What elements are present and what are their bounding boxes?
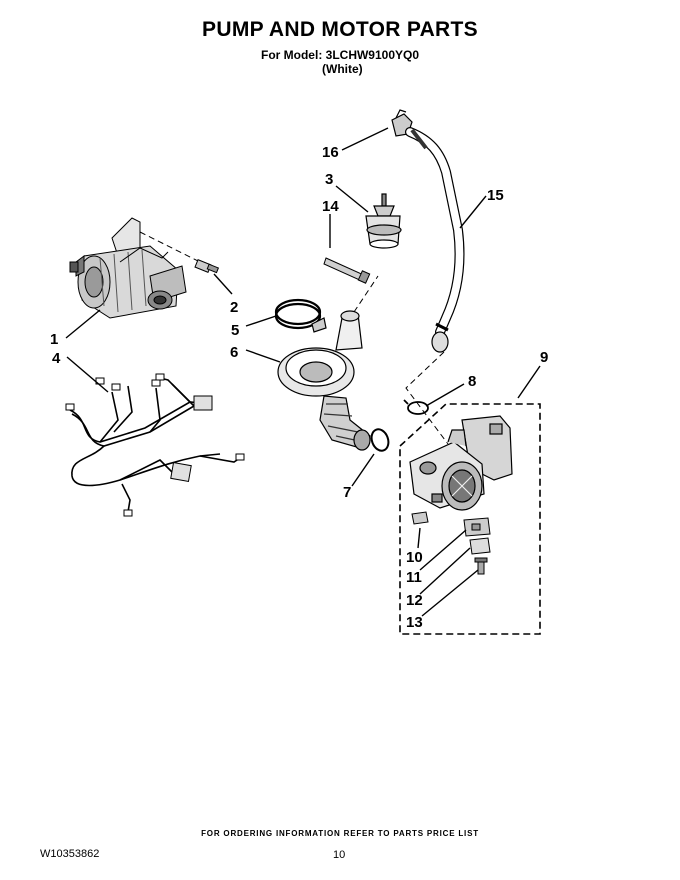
pump-bracket-illustration[interactable] (463, 517, 491, 537)
callout-9: 9 (540, 349, 548, 366)
wire-harness-illustration[interactable] (69, 377, 241, 513)
page-number: 10 (333, 849, 346, 861)
document-number: W10353862 (40, 848, 100, 860)
ordering-note: FOR ORDERING INFORMATION REFER TO PARTS … (201, 829, 479, 838)
callout-labels: 1 2 3 4 5 6 7 8 9 10 11 12 13 14 15 16 (50, 144, 548, 631)
callout-12: 12 (406, 592, 423, 609)
callout-10: 10 (406, 549, 423, 566)
pump-mount-illustration[interactable] (469, 537, 491, 555)
o-ring-illustration[interactable] (369, 427, 392, 453)
callout-8: 8 (468, 373, 476, 390)
callout-11: 11 (406, 569, 422, 586)
callout-6: 6 (230, 344, 238, 361)
pump-screw-illustration[interactable] (474, 557, 488, 575)
sump-hose-illustration[interactable] (277, 310, 371, 451)
callout-5: 5 (231, 322, 239, 339)
callout-13: 13 (406, 614, 423, 631)
color-line: (White) (322, 62, 363, 76)
harness-connectors (65, 373, 245, 517)
small-clamp-illustration[interactable] (403, 399, 429, 415)
callout-1: 1 (50, 331, 58, 348)
pump-clip-illustration[interactable] (411, 511, 429, 525)
callout-15: 15 (487, 187, 504, 204)
leader-lines (65, 127, 541, 617)
page-title: PUMP AND MOTOR PARTS (202, 18, 478, 41)
callout-16: 16 (322, 144, 339, 161)
callout-4: 4 (52, 350, 61, 367)
callout-2: 2 (230, 299, 238, 316)
motor-illustration[interactable] (69, 217, 187, 319)
motor-bolt-illustration[interactable] (194, 259, 220, 274)
air-dome-illustration[interactable] (365, 193, 402, 249)
callout-7: 7 (343, 484, 351, 501)
clamp-illustration[interactable] (274, 298, 327, 333)
drain-pump-illustration[interactable] (409, 415, 513, 511)
callout-3: 3 (325, 171, 333, 188)
strap-illustration[interactable] (323, 257, 371, 284)
callout-14: 14 (322, 198, 339, 215)
drain-hose-illustration[interactable] (405, 127, 465, 353)
model-line: For Model: 3LCHW9100YQ0 (260, 48, 420, 62)
